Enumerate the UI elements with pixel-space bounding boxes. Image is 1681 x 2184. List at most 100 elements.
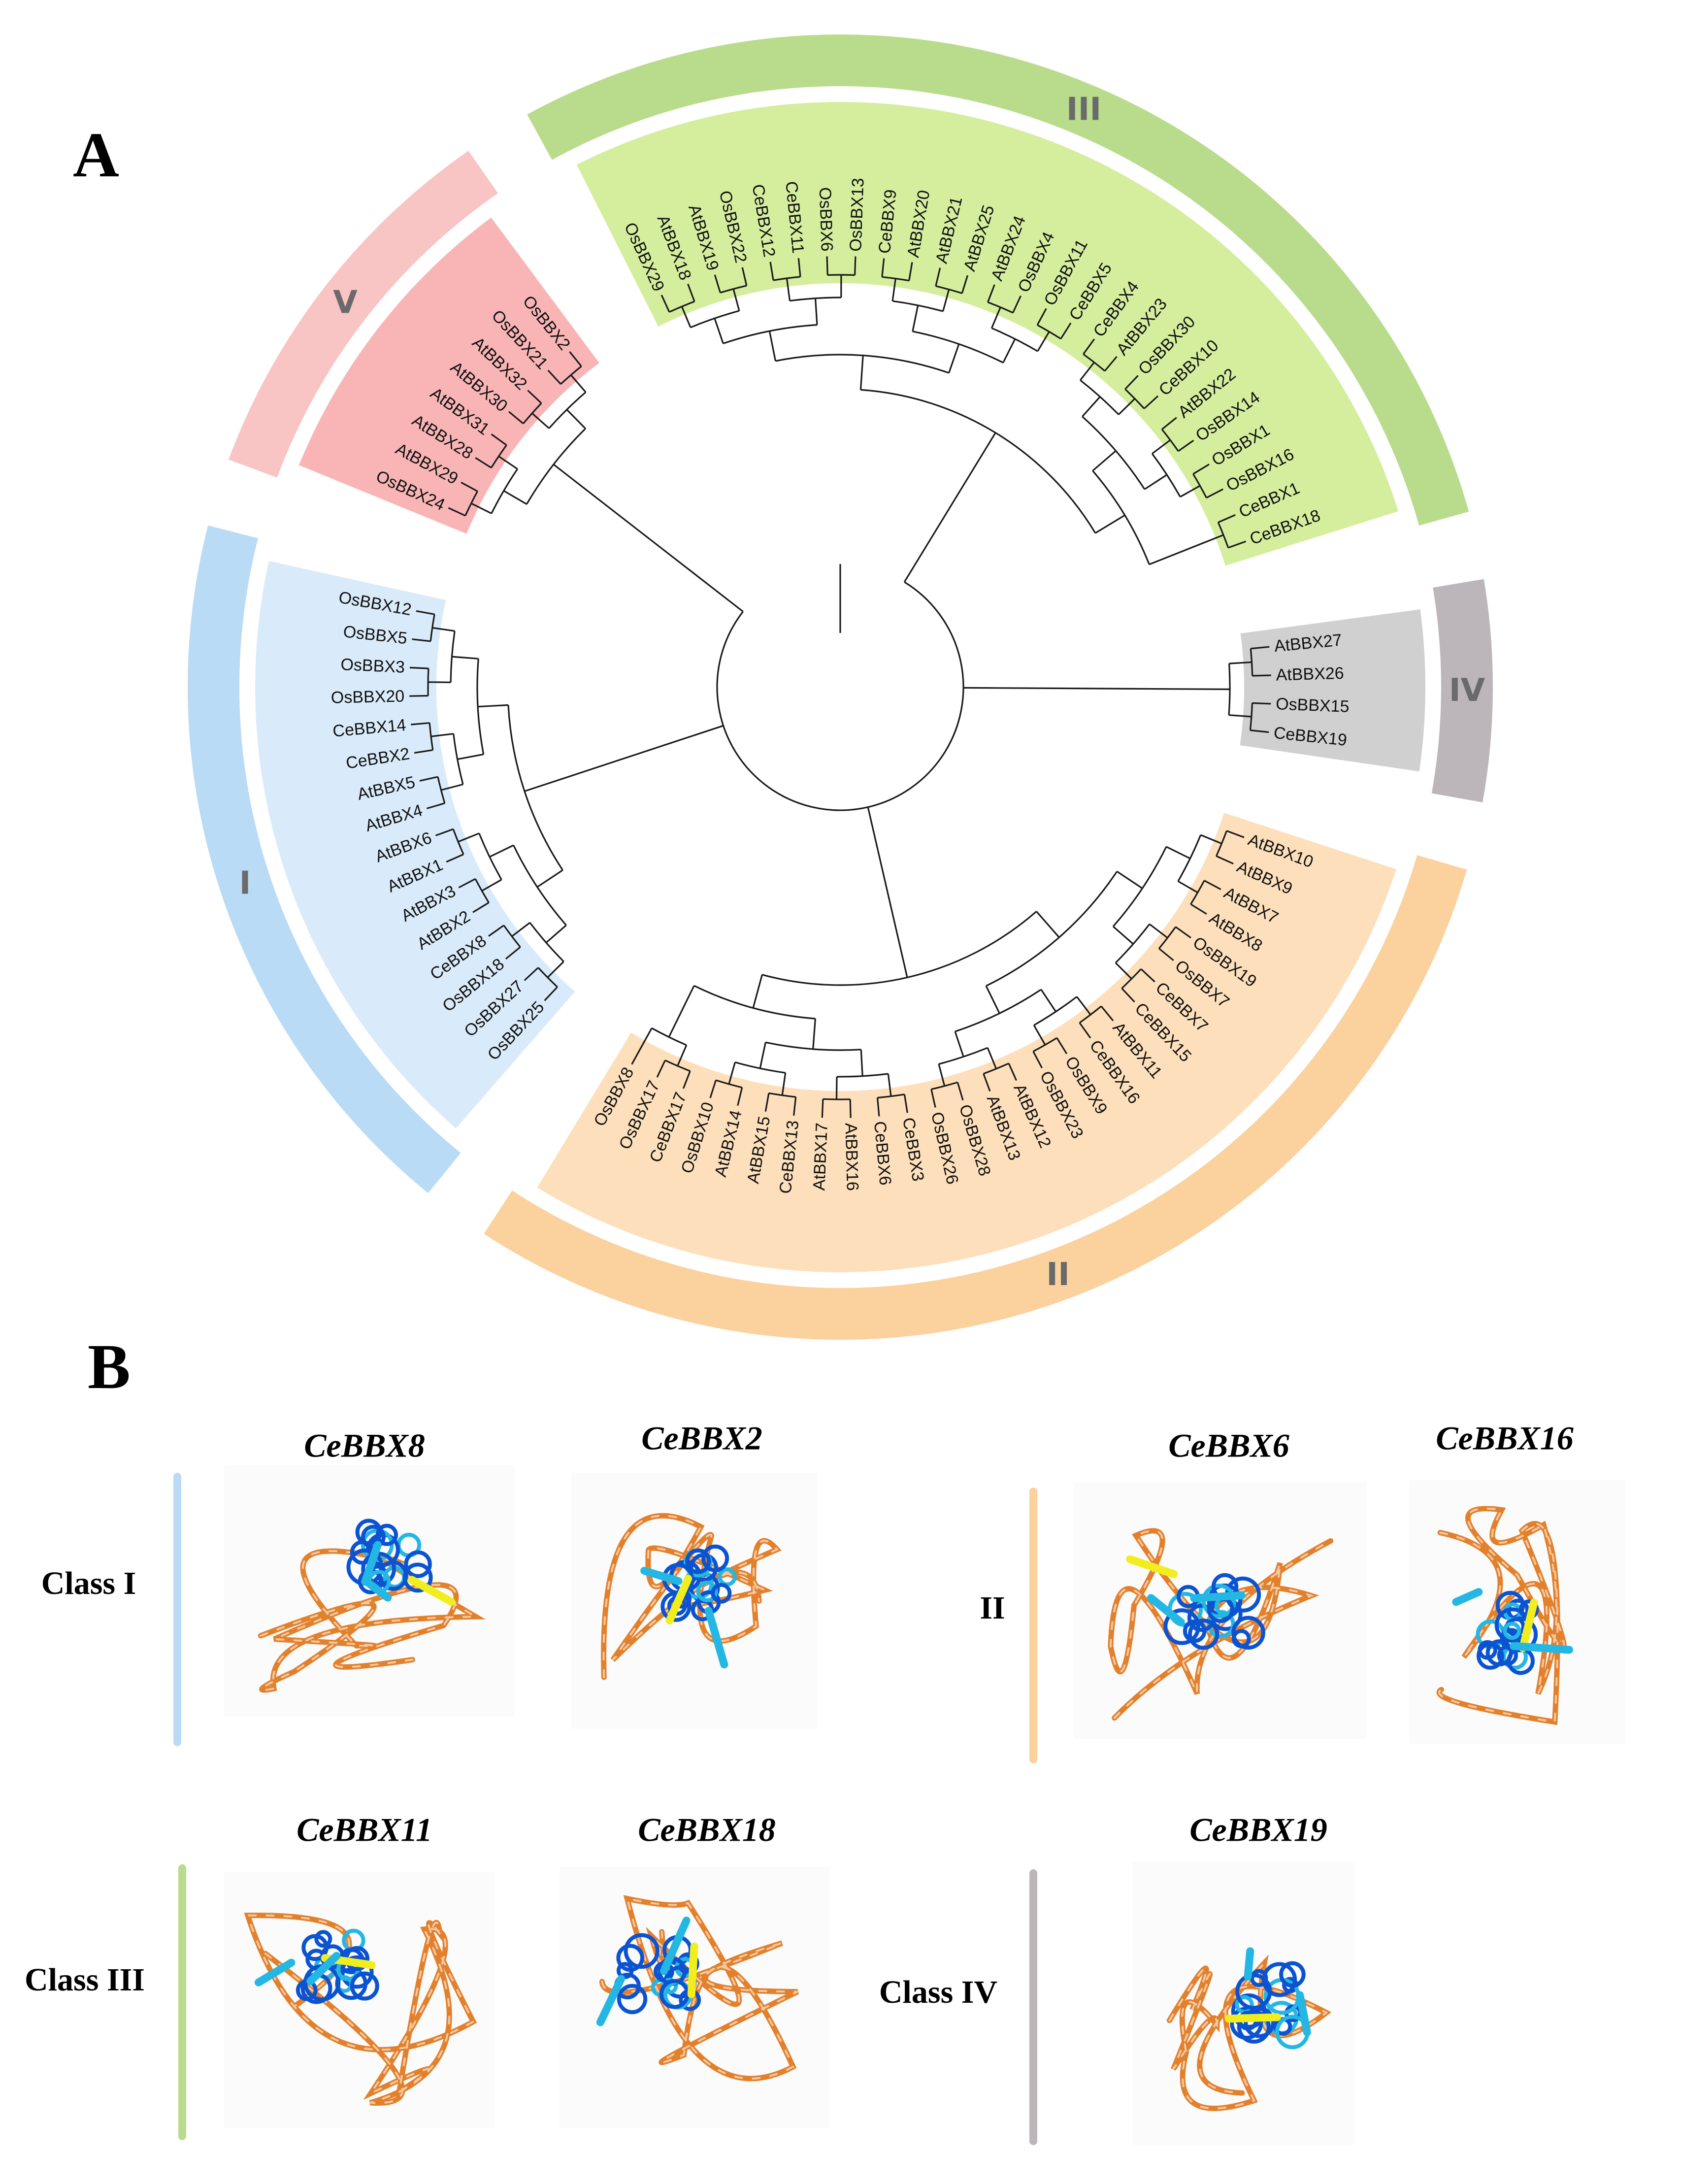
branch (1002, 338, 1016, 364)
branch (475, 457, 492, 468)
branch (419, 776, 438, 782)
tip-label: OsBBX20 (331, 687, 405, 707)
branch (428, 681, 451, 683)
tip-label: OsBBX6 (816, 187, 836, 252)
structure-background (224, 1872, 495, 2128)
protein-title: CeBBX19 (1189, 1811, 1327, 1849)
branch (505, 946, 521, 960)
alpha-helix (1510, 1642, 1573, 1654)
branch (682, 1070, 691, 1089)
branch (448, 507, 466, 517)
clade-label-IV: IV (1449, 672, 1485, 709)
branch (961, 275, 969, 294)
branch (881, 258, 885, 277)
branch (814, 298, 818, 325)
branch (544, 986, 558, 1001)
branch (472, 902, 490, 913)
branch (903, 1094, 908, 1113)
protein-title: CeBBX8 (304, 1426, 425, 1464)
branch (1204, 880, 1221, 891)
folded-domain-coil (404, 1550, 432, 1578)
branch (1218, 514, 1236, 523)
folded-domain-coil (1279, 1961, 1306, 1988)
clade-shade-V (298, 217, 599, 534)
loop-highlight (1438, 1507, 1565, 1723)
branch (741, 267, 748, 286)
branch (912, 305, 919, 332)
alpha-helix (1518, 1598, 1538, 1652)
branch (985, 985, 1000, 1014)
branch-join (1216, 830, 1227, 857)
loop-highlight (246, 1914, 475, 2104)
branch (411, 722, 430, 726)
branch (1180, 485, 1201, 498)
branch-join (931, 1081, 958, 1090)
branch (416, 610, 435, 615)
branch (524, 967, 539, 981)
branch (452, 656, 479, 660)
branch (938, 1063, 946, 1087)
branch (891, 278, 896, 301)
branch (1036, 308, 1047, 326)
protein-structure-model (1074, 1483, 1367, 1739)
panel-b-letter: B (88, 1331, 131, 1402)
branch (812, 1018, 816, 1050)
clade-band-I (188, 525, 461, 1193)
folded-domain-coil (1163, 1608, 1200, 1645)
alpha-helix (665, 1575, 692, 1624)
branch (412, 638, 431, 642)
alpha-helix (1244, 1947, 1254, 1981)
branch (930, 1089, 936, 1108)
branch (491, 433, 507, 446)
branch (570, 374, 587, 393)
folded-domain-coil (617, 1984, 648, 2015)
branch (409, 666, 428, 669)
branch (536, 869, 563, 888)
folded-domain-coil (1503, 1621, 1521, 1640)
branch-join (715, 1079, 743, 1089)
folded-domain-coil (402, 1562, 433, 1593)
branch (511, 922, 530, 937)
branch (1083, 338, 1095, 355)
branch (1250, 729, 1269, 733)
branch (508, 411, 524, 425)
branch (1076, 996, 1091, 1016)
branch-join (882, 276, 909, 282)
alpha-helix (1126, 1555, 1178, 1578)
branch (1175, 926, 1191, 939)
branch (660, 295, 670, 313)
branch (1251, 646, 1270, 650)
branch (481, 879, 502, 892)
branch (990, 307, 1001, 329)
branch (1037, 331, 1050, 352)
branch (1040, 989, 1057, 1012)
clade-stem (553, 463, 744, 612)
alpha-helix (1224, 2013, 1281, 2023)
folded-domain-coil (624, 1933, 660, 1969)
structure-background (571, 1473, 818, 1729)
folded-domain-coil (375, 1523, 398, 1546)
loop-highlight (1168, 1960, 1328, 2110)
branch (545, 925, 567, 944)
branch-join (651, 1027, 687, 1046)
class-color-bar (178, 1864, 186, 2140)
branch (1104, 356, 1118, 372)
clade-shade-III (576, 102, 1399, 566)
branch-join (1190, 880, 1205, 905)
tip-label: AtBBX16 (841, 1123, 861, 1191)
alpha-helix (361, 1541, 382, 1586)
protein-structure-model (224, 1465, 515, 1717)
branch (1082, 396, 1101, 417)
branch (987, 284, 995, 303)
folded-domain-coil (616, 1962, 634, 1979)
branch (1060, 322, 1072, 339)
clade-shade-IV (1240, 609, 1426, 772)
branch (769, 262, 774, 281)
branch (1036, 911, 1060, 938)
class-color-bar (1029, 1869, 1037, 2145)
branch (430, 733, 454, 737)
branch (1178, 439, 1194, 452)
clade-stem (867, 807, 908, 978)
